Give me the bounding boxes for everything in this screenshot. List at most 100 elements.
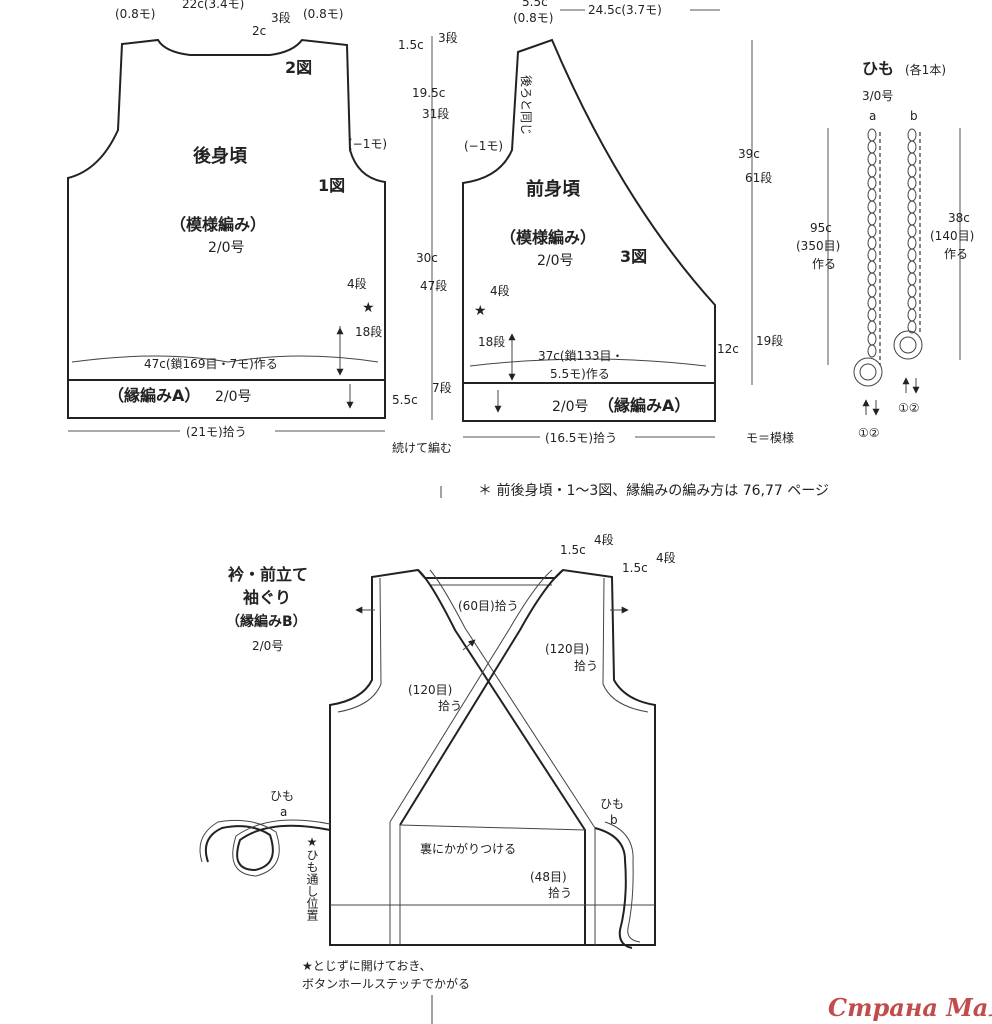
dim-label: (21モ)拾う	[186, 424, 247, 439]
tie-a-label: a	[869, 109, 876, 123]
front-bodice: 後ろと同じ (−1モ) 前身頃 （模様編み） 2/0号 3図 4段 ★ 18段 …	[462, 38, 716, 445]
chain-stitch	[907, 152, 917, 166]
dim-label: 5.5モ)作る	[550, 367, 610, 381]
chain-stitch	[867, 152, 877, 166]
chain-stitch	[907, 236, 917, 250]
chain-stitch	[867, 128, 877, 142]
needle-label: 2/0号	[552, 399, 589, 415]
chain-stitch	[907, 284, 917, 298]
dim-label: 24.5c(3.7モ)	[588, 3, 662, 17]
dim-label: 30c	[416, 251, 438, 265]
himo-ties: ひも (各1本) 3/0号 a b 95c (350目) 作る 38c (140…	[796, 59, 974, 440]
himo-each: (各1本)	[905, 62, 946, 77]
chain-stitch	[867, 332, 877, 346]
footnote: ボタンホールステッチでかがる	[302, 976, 470, 991]
pickup-label: 拾う	[548, 885, 572, 900]
tie-label: ひも	[270, 789, 294, 803]
top-dimension-row: (0.8モ) 22c(3.4モ) (0.8モ) 5.5c (0.8モ) 24.5…	[115, 0, 720, 25]
pattern-label: （模様編み）	[500, 228, 596, 247]
section-title: 衿・前立て	[228, 565, 308, 584]
tie-label: a	[280, 805, 287, 819]
dim-label: 7段	[432, 380, 452, 395]
chain-stitch	[907, 320, 917, 334]
dim-label: 後ろと同じ	[519, 75, 533, 135]
chain-stitch	[867, 140, 877, 154]
dim-label: 47c(鎖169目・7モ)作る	[144, 356, 278, 371]
edging-label: （縁編みA）	[108, 386, 200, 405]
figure-label: 3図	[620, 247, 647, 266]
dim-label: (0.8モ)	[303, 7, 343, 21]
dim-label: 18段	[478, 334, 505, 349]
pickup-label: 拾う	[574, 658, 598, 673]
dim-label: (0.8モ)	[115, 7, 155, 21]
dim-label: 5.5c	[522, 0, 548, 9]
pattern-label: （模様編み）	[170, 215, 266, 234]
dim-label: 39c	[738, 147, 760, 161]
pickup-label: (120目)	[545, 642, 589, 656]
chain-stitch	[867, 344, 877, 358]
dim-label: 61段	[745, 170, 772, 185]
chain-stitch	[907, 200, 917, 214]
chain-stitch	[867, 248, 877, 262]
chain-stitch	[867, 236, 877, 250]
section-title: 袖ぐり	[243, 588, 291, 607]
dim-label: 22c(3.4モ)	[182, 0, 244, 11]
dim-label: 47段	[420, 278, 447, 293]
legend-label: モ＝模様	[746, 431, 794, 445]
chain-stitch	[907, 128, 917, 142]
figure-label: 1図	[318, 176, 345, 195]
back-bodice-title: 後身頃	[193, 145, 248, 167]
chain-stitch	[907, 176, 917, 190]
chain-stitch	[867, 308, 877, 322]
chain-stitch	[907, 140, 917, 154]
needle-label: 2/0号	[208, 240, 245, 256]
chain-stitch	[867, 272, 877, 286]
chain-stitch	[867, 200, 877, 214]
chain-stitch	[907, 188, 917, 202]
dim-label: (350目)	[796, 239, 840, 253]
tie-b-label: b	[910, 109, 918, 123]
chain-stitch	[867, 176, 877, 190]
dim-label: 1.5c	[398, 38, 424, 52]
assembled-vest: 衿・前立て 袖ぐり （縁編みB） 2/0号 1.5c 4段 1.5c 4段 (6…	[199, 532, 676, 1024]
dim-label: 3段	[271, 10, 291, 25]
himo-title: ひも	[862, 59, 894, 78]
watermark-logo: Страна Мам	[828, 993, 992, 1022]
chain-stitch	[867, 224, 877, 238]
chain-stitch	[867, 320, 877, 334]
footnote: ★とじずに開けておき、	[302, 959, 432, 973]
dim-label: (0.8モ)	[513, 11, 553, 25]
chain-stitch	[907, 272, 917, 286]
chain-stitch	[907, 164, 917, 178]
chain-stitch	[907, 224, 917, 238]
right-dimensions: 39c 61段 12c 19段 モ＝模様	[717, 40, 794, 445]
edging-label: （縁編みA）	[598, 396, 690, 415]
dim-label: 4段	[347, 276, 367, 291]
front-bodice-title: 前身頃	[526, 178, 581, 200]
needle-label: 2/0号	[537, 253, 574, 269]
pickup-label: (120目)	[408, 683, 452, 697]
dim-label: 12c	[717, 342, 739, 356]
dim-label: 95c	[810, 221, 832, 235]
tie-label: ひも	[600, 797, 624, 811]
dim-label: 1.5c	[622, 561, 648, 575]
pickup-label: 拾う	[438, 698, 462, 713]
dim-label: (16.5モ)拾う	[545, 430, 617, 445]
dim-label: (−1モ)	[464, 139, 503, 153]
needle-label: 2/0号	[215, 389, 252, 405]
dim-label: 19.5c	[412, 86, 445, 100]
star-mark: ★	[474, 303, 487, 319]
hole-position-label: ★ひも通し位置	[305, 835, 319, 921]
dim-label: 38c	[948, 211, 970, 225]
page-note: ＊ 前後身頃・1～3図、縁編みの編み方は 76,77 ページ	[478, 482, 829, 499]
dim-label: ①②	[858, 426, 880, 440]
chain-stitch	[867, 212, 877, 226]
chain-stitch	[867, 284, 877, 298]
chain-stitch	[867, 164, 877, 178]
star-mark: ★	[362, 300, 375, 316]
needle-label: 3/0号	[862, 89, 893, 103]
dim-label: 3段	[438, 30, 458, 45]
dim-label: (−1モ)	[348, 137, 387, 151]
dim-label: 19段	[756, 333, 783, 348]
chain-stitch	[907, 212, 917, 226]
